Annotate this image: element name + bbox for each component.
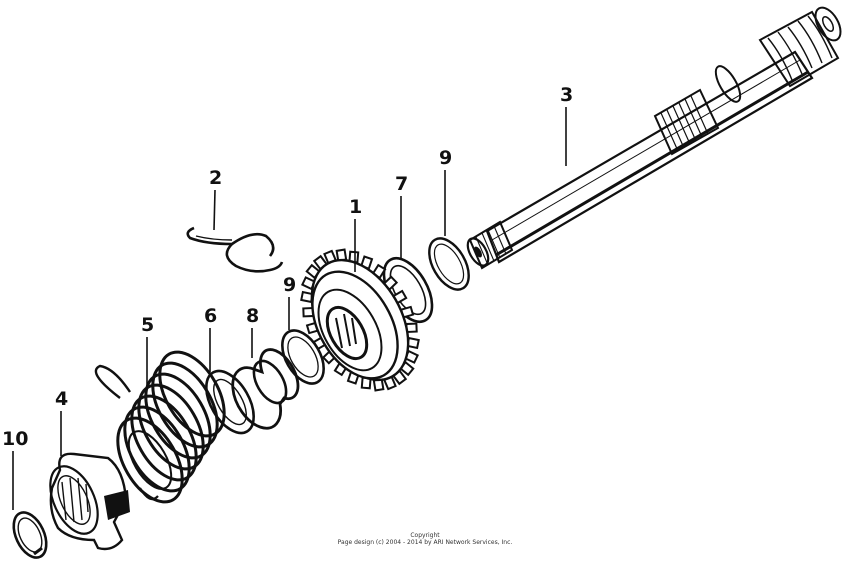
callout-label-8: 8	[246, 305, 259, 327]
callout-label-7: 7	[395, 173, 408, 195]
callout-5: 5	[141, 314, 154, 390]
callout-label-10: 10	[2, 428, 28, 450]
callout-label-9-right: 9	[439, 147, 452, 169]
callout-6: 6	[204, 305, 217, 372]
callout-label-6: 6	[204, 305, 217, 327]
callout-label-5: 5	[141, 314, 154, 336]
callout-1: 1	[349, 196, 362, 272]
part-8-snap-ring	[231, 348, 300, 430]
part-4-ratchet	[49, 452, 130, 551]
callout-label-1: 1	[349, 196, 362, 218]
callout-10: 10	[2, 428, 28, 510]
callout-label-3: 3	[560, 84, 573, 106]
callout-9-left: 9	[283, 274, 296, 330]
callout-label-4: 4	[55, 388, 68, 410]
copyright-notice: Page design (c) 2004 - 2014 by ARI Netwo…	[337, 539, 513, 546]
part-1-gear	[300, 248, 420, 392]
part-3-shaft	[466, 6, 842, 270]
part-6-washer	[205, 369, 255, 435]
callout-label-2: 2	[209, 167, 222, 189]
spring-coil	[158, 350, 226, 438]
copyright-line: Copyright	[410, 532, 440, 539]
part-9-circlip-left	[281, 329, 325, 385]
part-5-spring	[94, 350, 226, 504]
callout-4: 4	[55, 388, 68, 456]
callout-8: 8	[246, 305, 259, 358]
part-10-snap-ring	[12, 511, 48, 559]
callout-9-right: 9	[439, 147, 452, 236]
part-2-spring-clip	[186, 226, 284, 273]
spring-coils	[116, 350, 226, 504]
callout-2: 2	[209, 167, 222, 231]
callout-7: 7	[395, 173, 408, 258]
spring-bore	[127, 430, 173, 490]
callout-label-9-left: 9	[283, 274, 296, 296]
part-9-circlip-right	[428, 237, 470, 291]
callout-3: 3	[560, 84, 573, 166]
